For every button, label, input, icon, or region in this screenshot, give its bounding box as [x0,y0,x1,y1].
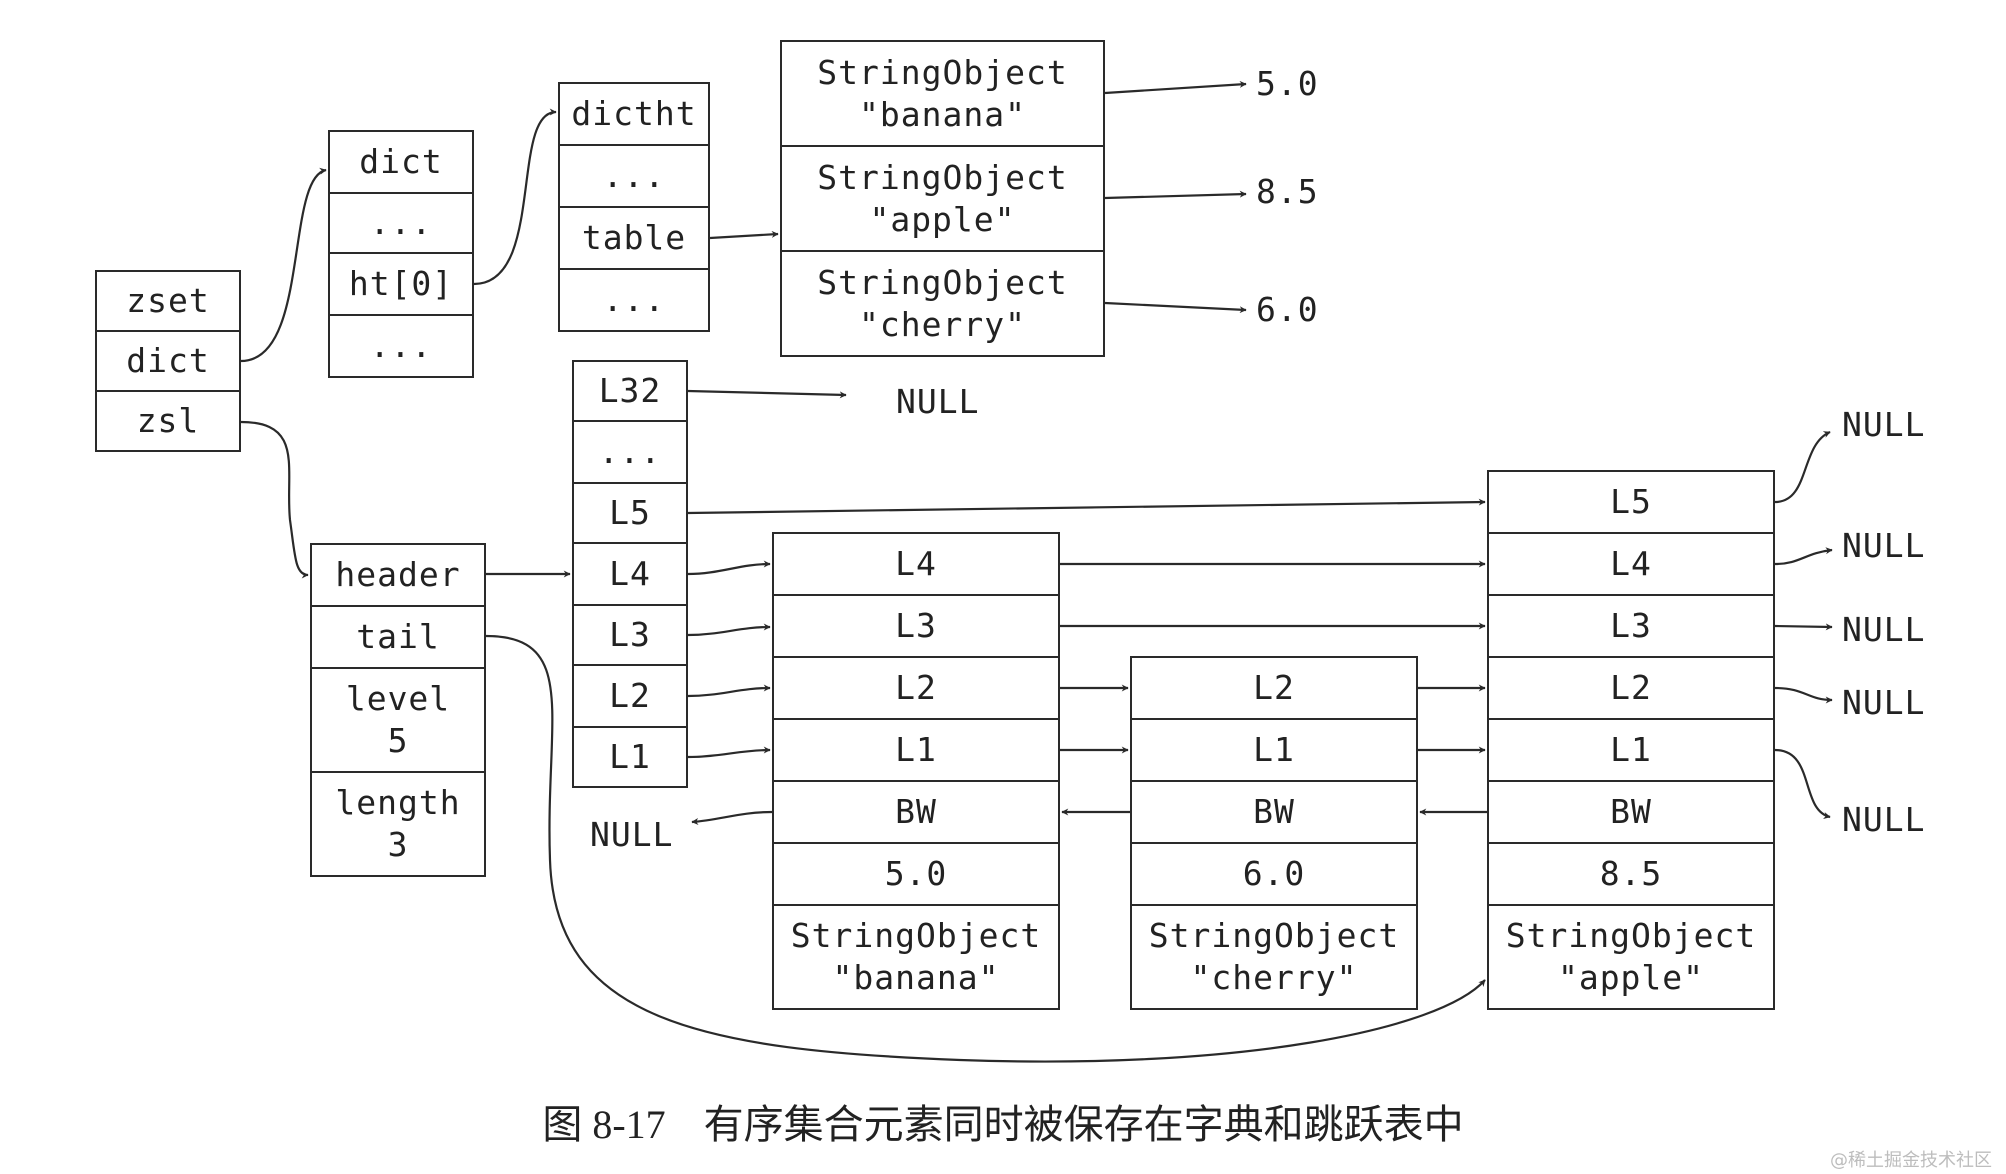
arrow-cherry-score [1104,301,1247,314]
node-cherry-level-l2: L2 [1130,656,1418,720]
entry-line1: StringObject [817,52,1068,92]
dict-ellipsis-cell: ... [328,314,474,378]
node-banana-backward: BW [772,780,1060,844]
entry-line1: StringObject [817,262,1068,302]
dictht-table-cell: table [558,206,710,270]
dict-score-apple: 8.5 [1256,172,1319,211]
header-node-level-l4: L4 [572,542,688,606]
arrow-apple-l5-null [1774,430,1831,504]
zset-type-cell: zset [95,270,241,332]
entry-line1: StringObject [817,157,1068,197]
null-label-apple-l1: NULL [1842,800,1926,839]
null-label-apple-l4: NULL [1842,526,1926,565]
null-label-apple-l3: NULL [1842,610,1926,649]
dict-entry-banana: StringObject"banana" [780,40,1105,147]
arrow-apple-l2-null [1774,686,1833,704]
null-label-backward: NULL [590,815,674,854]
arrow-table-entries [709,230,779,240]
arrow-l5-apple [687,498,1486,515]
figure-caption-text: 有序集合元素同时被保存在字典和跳跃表中 [703,1102,1464,1148]
dictht-ellipsis-cell: ... [558,268,710,332]
null-label-l32: NULL [896,382,980,421]
node-banana-object: StringObject"banana" [772,904,1060,1010]
figure-number: 图 8-17 [542,1102,666,1147]
arrow-zset-dict [240,167,327,363]
watermark: @稀土掘金技术社区 [1830,1150,1992,1171]
zset-zsl-cell: zsl [95,390,241,452]
node-apple-level-l1: L1 [1487,718,1775,782]
zskiplist-tail-cell: tail [310,605,486,669]
arrow-banana-bw-null [691,810,773,826]
arrow-zsl-zskiplist [240,420,309,579]
dictht-ellipsis-cell: ... [558,144,710,208]
node-banana-level-l2: L2 [772,656,1060,720]
figure-caption: 图 8-17 有序集合元素同时被保存在字典和跳跃表中 [0,1092,2006,1150]
entry-line2: "banana" [859,94,1026,134]
node-apple-level-l5: L5 [1487,470,1775,534]
node-apple-backward: BW [1487,780,1775,844]
node-cherry-backward: BW [1130,780,1418,844]
arrow-l2-banana [687,684,771,698]
header-node-level-l32: L32 [572,360,688,422]
node-banana-level-l1: L1 [772,718,1060,782]
dict-score-cherry: 6.0 [1256,290,1319,329]
dict-type-cell: dict [328,130,474,194]
node-cherry-score: 6.0 [1130,842,1418,906]
header-node-level-l3: L3 [572,604,688,666]
zset-dict-cell: dict [95,330,241,392]
null-label-apple-l2: NULL [1842,683,1926,722]
arrow-apple-l4-null [1774,547,1833,566]
header-node-ellipsis: ... [572,420,688,484]
entry-line2: "cherry" [859,304,1026,344]
node-cherry-object: StringObject"cherry" [1130,904,1418,1010]
header-node-level-l1: L1 [572,726,688,788]
arrow-apple-l1-null [1774,748,1831,819]
node-banana-level-l4: L4 [772,532,1060,596]
arrow-tail-apple [485,634,1486,1063]
dict-score-banana: 5.0 [1256,64,1319,103]
arrow-apple-score [1104,190,1247,200]
dict-entry-cherry: StringObject"cherry" [780,250,1105,357]
arrow-l3-banana [687,623,771,637]
dict-ellipsis-cell: ... [328,192,474,254]
arrow-l4-banana [687,560,771,576]
dict-entry-apple: StringObject"apple" [780,145,1105,252]
header-node-level-l2: L2 [572,664,688,728]
node-banana-score: 5.0 [772,842,1060,906]
arrow-apple-l3-null [1774,623,1833,631]
arrow-l32-null [687,389,847,399]
node-banana-level-l3: L3 [772,594,1060,658]
header-node-level-l5: L5 [572,482,688,544]
node-cherry-level-l1: L1 [1130,718,1418,782]
dict-ht0-cell: ht[0] [328,252,474,316]
null-label-apple-l5: NULL [1842,405,1926,444]
arrow-ht0-dictht [473,108,557,286]
arrow-l1-banana [687,746,771,759]
dictht-type-cell: dictht [558,82,710,146]
entry-line2: "apple" [869,199,1016,239]
node-apple-object: StringObject"apple" [1487,904,1775,1010]
node-apple-level-l2: L2 [1487,656,1775,720]
node-apple-level-l3: L3 [1487,594,1775,658]
node-apple-score: 8.5 [1487,842,1775,906]
node-apple-level-l4: L4 [1487,532,1775,596]
arrow-banana-score [1104,80,1247,95]
zskiplist-header-cell: header [310,543,486,607]
